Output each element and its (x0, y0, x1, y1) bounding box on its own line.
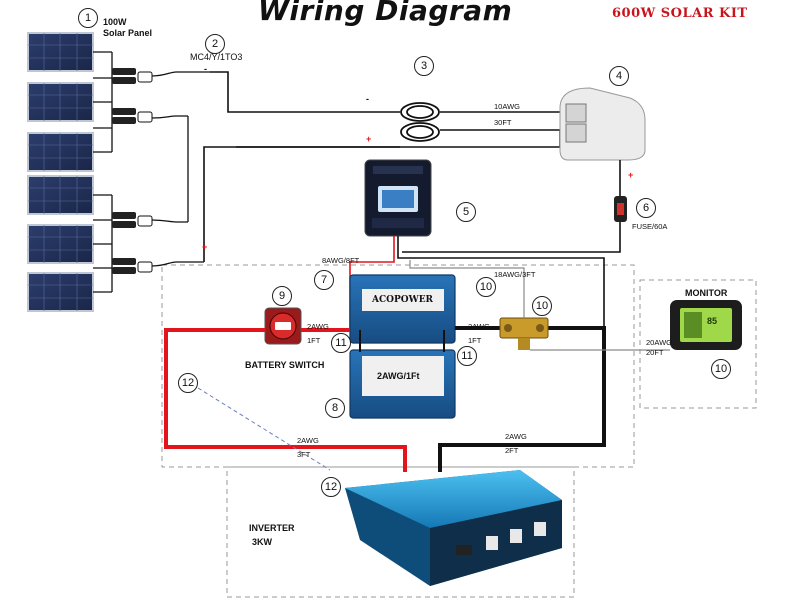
shunt-signal-cable (409, 260, 670, 351)
pv-minus: - (366, 94, 369, 104)
inverter-label: INVERTER (249, 523, 295, 533)
callout-10-monitor: 10 (711, 359, 731, 379)
battery-switch[interactable] (264, 307, 302, 345)
fuse-holder (614, 196, 627, 222)
callout-10-cable: 10 (476, 277, 496, 297)
roof-entry-gland (559, 87, 646, 161)
kit-label: 600W SOLAR KIT (612, 6, 748, 21)
panel-string-wiring (93, 51, 113, 293)
mc4-y-connectors (112, 68, 153, 274)
switch-cable-length: 1FT (307, 336, 321, 345)
solar-panel (27, 132, 94, 172)
battery-bridge-label: 2AWG/1Ft (377, 371, 420, 381)
negative-cables (438, 326, 606, 472)
solar-panel-array (27, 32, 94, 312)
mppt-charge-controller (364, 159, 432, 237)
shunt (499, 317, 549, 350)
string-plus: + (202, 242, 208, 252)
inverter-neg-length: 2FT (505, 446, 519, 455)
fuse-plus: + (628, 170, 634, 180)
monitor-boundary (639, 279, 757, 409)
inverter-rating: 3KW (252, 537, 272, 547)
pv-cable-gauge: 10AWG (494, 102, 520, 111)
callout-3: 3 (414, 56, 434, 76)
callout-2: 2 (205, 34, 225, 54)
callout-9: 9 (272, 286, 292, 306)
callout-4: 4 (609, 66, 629, 86)
solar-panel (27, 32, 94, 72)
switch-cable-gauge: 2AWG (307, 322, 329, 331)
controller-cable-label: 8AWG/8FT (322, 256, 360, 265)
battery-switch-label: BATTERY SWITCH (245, 360, 325, 370)
battery-bank (349, 274, 456, 419)
callout-11-right: 11 (457, 346, 477, 366)
callout-10-shunt: 10 (532, 296, 552, 316)
solar-panel (27, 82, 94, 122)
inverter-boundary (226, 466, 575, 598)
fuse-wiring (402, 160, 621, 253)
pv-plus: + (366, 134, 372, 144)
inverter-neg-gauge: 2AWG (505, 432, 527, 441)
inverter-pos-gauge: 2AWG (297, 436, 319, 445)
battery-monitor (670, 300, 742, 350)
shunt-link-length: 1FT (468, 336, 482, 345)
shunt-link-gauge: 2AWG (468, 322, 490, 331)
callout-12-top: 12 (178, 373, 198, 393)
inverter-ground-link (197, 387, 331, 471)
monitor-cable-gauge: 20AWG (646, 338, 672, 347)
pv-cable-length: 30FT (494, 118, 512, 127)
callout-5: 5 (456, 202, 476, 222)
solar-panel (27, 272, 94, 312)
connector-minus: - (204, 64, 207, 74)
solar-panel (27, 175, 94, 215)
solar-panel-label: Solar Panel (103, 28, 153, 38)
callout-8: 8 (325, 398, 345, 418)
battery-brand: ACOPOWER (372, 295, 434, 305)
combiner-wiring (151, 71, 210, 267)
callout-6: 6 (636, 198, 656, 218)
fuse-label: FUSE/60A (632, 222, 668, 231)
callout-7: 7 (314, 270, 334, 290)
inverter (345, 470, 562, 586)
solar-panel (27, 224, 94, 264)
monitor-cable-length: 20FT (646, 348, 664, 357)
positive-cables (164, 328, 407, 472)
cable-coil (400, 102, 440, 142)
callout-1: 1 (78, 8, 98, 28)
connector-label: MC4/Y/1TO3 (190, 52, 243, 62)
callout-11-left: 11 (331, 333, 351, 353)
inverter-pos-length: 3FT (297, 450, 311, 459)
diagram-title: Wiring Diagram (258, 0, 513, 27)
monitor-label: MONITOR (685, 288, 728, 298)
monitor-display-value: 85 (707, 316, 718, 326)
solar-panel-wattage: 100W (103, 17, 127, 27)
callout-12-bottom: 12 (321, 477, 341, 497)
shunt-cable-label: 18AWG/3FT (494, 270, 536, 279)
